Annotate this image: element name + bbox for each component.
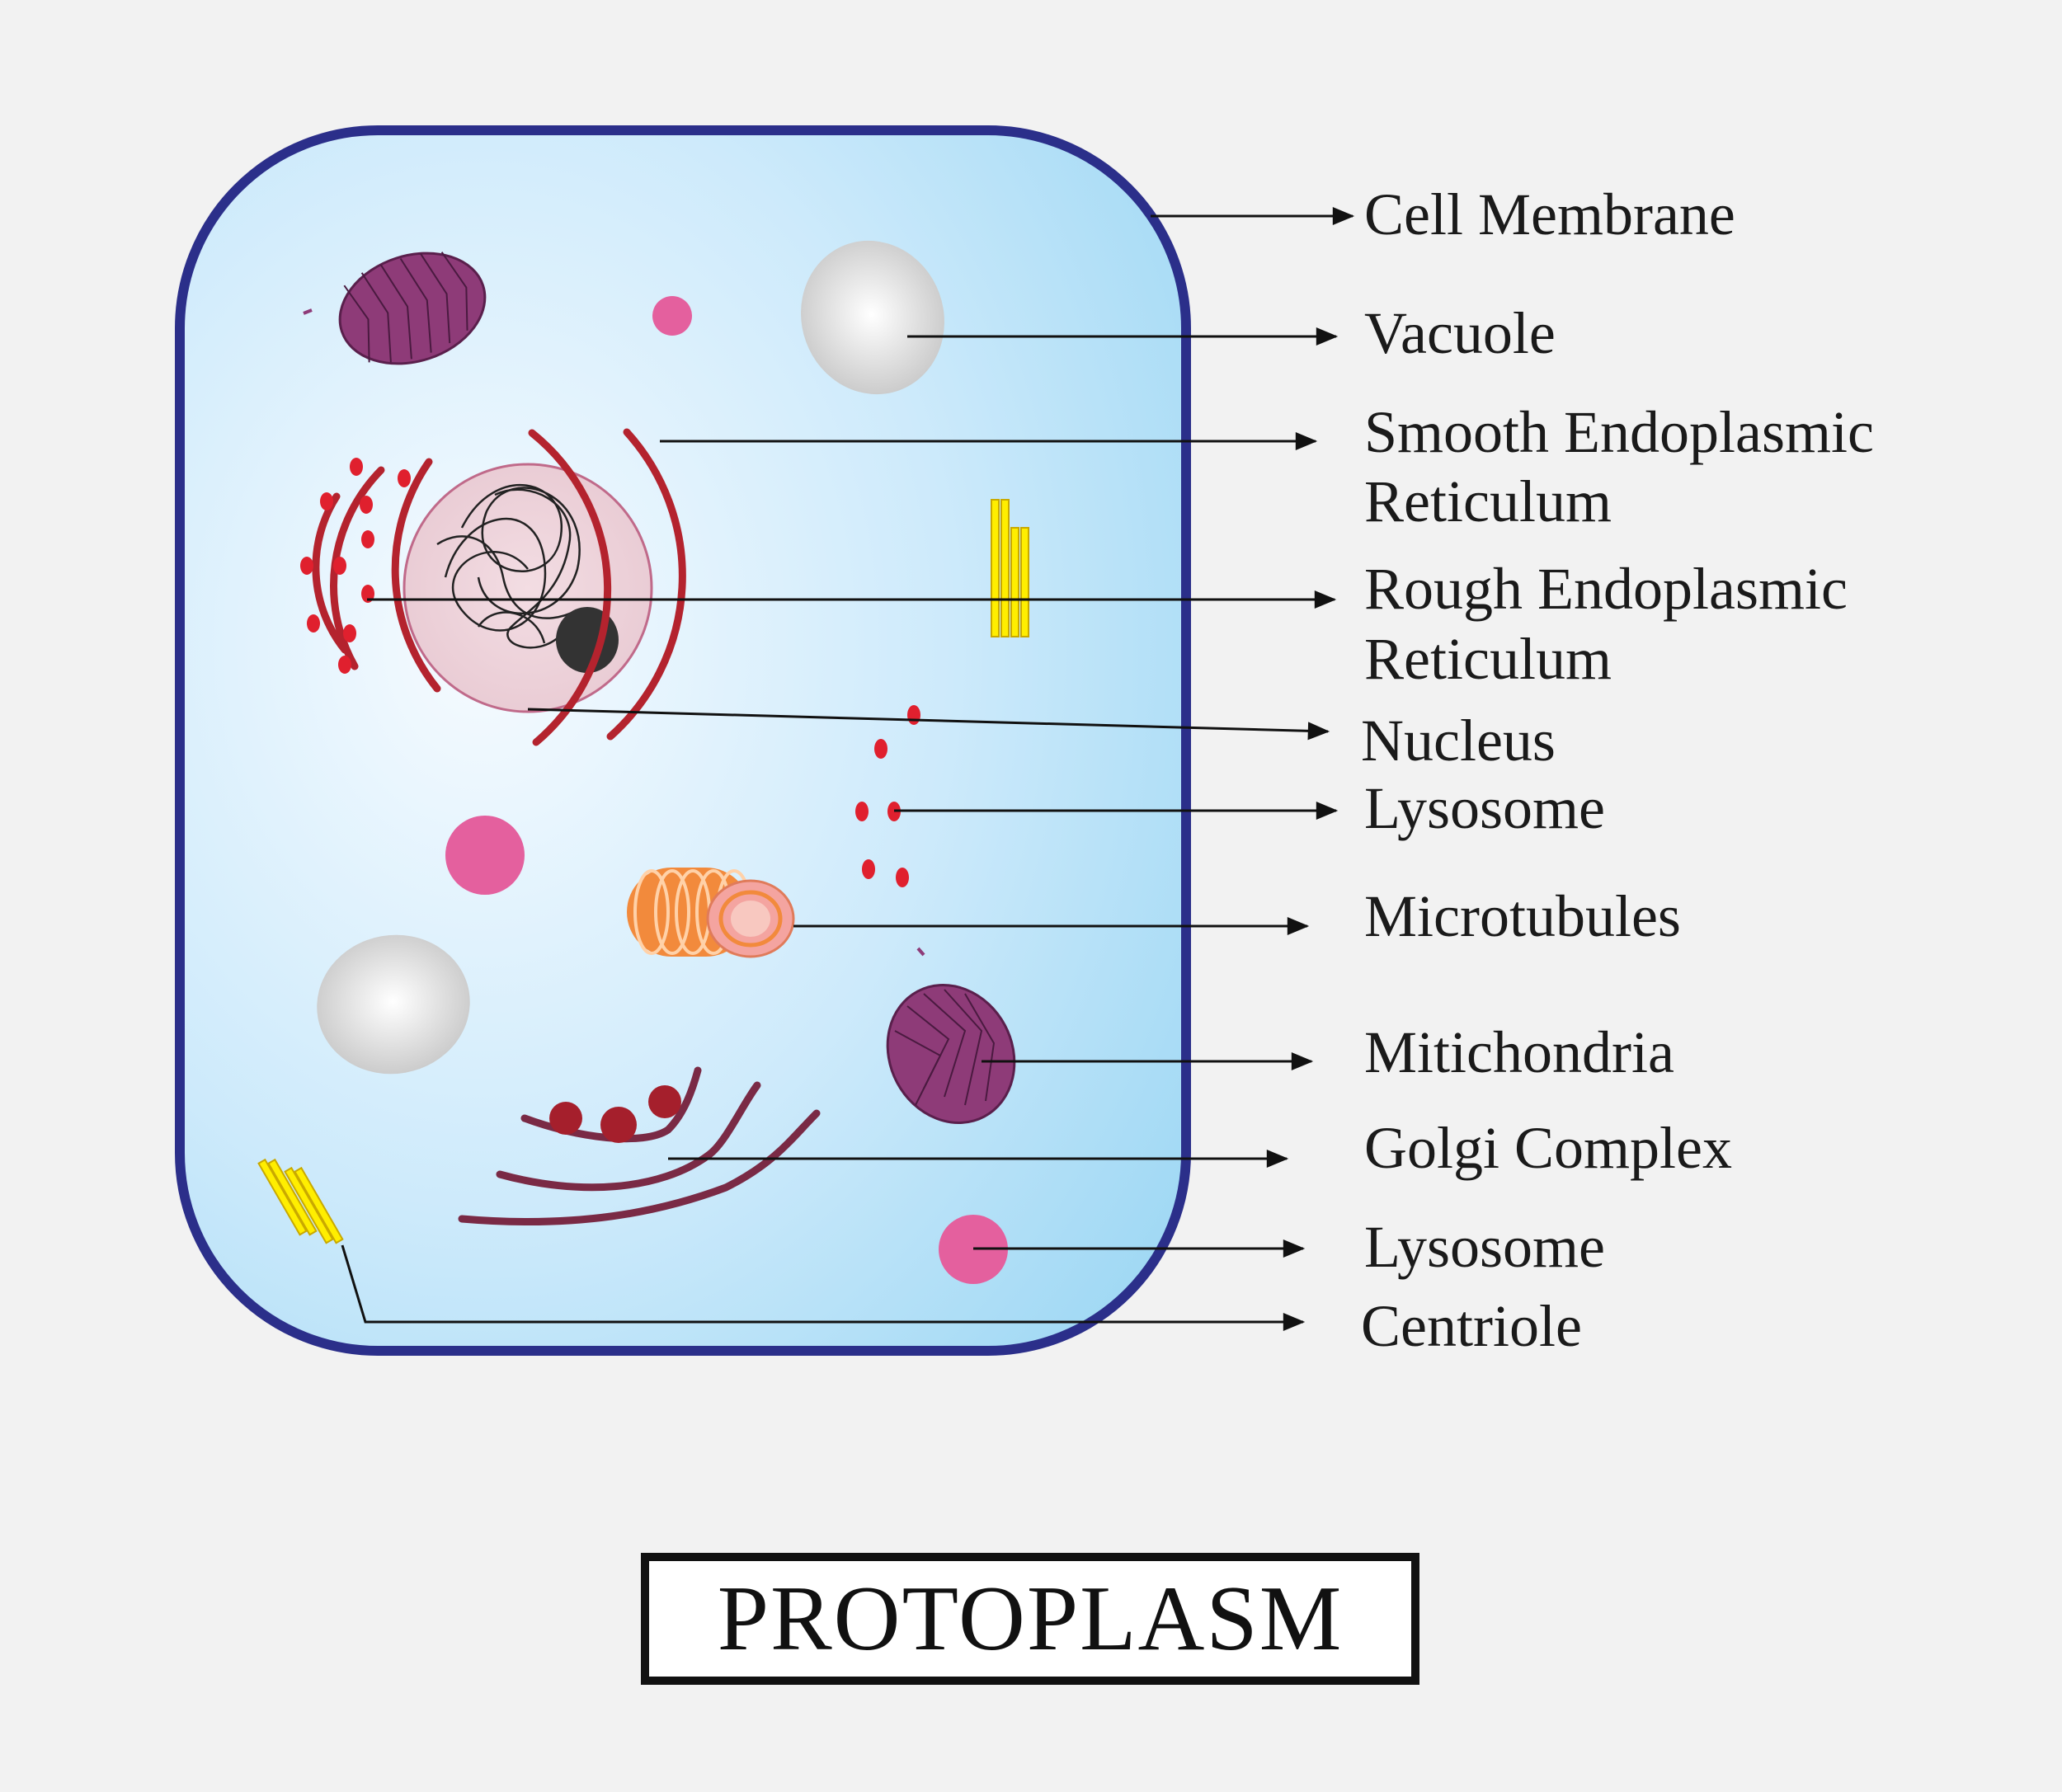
microtubule xyxy=(627,868,795,958)
label-centriole: Centriole xyxy=(1361,1293,1582,1359)
labels: Cell Membrane Vacuole Smooth Endoplasmic… xyxy=(1361,181,1874,1359)
label-smooth-er-line2: Reticulum xyxy=(1364,468,1612,534)
label-golgi: Golgi Complex xyxy=(1364,1115,1732,1181)
mitochondrion-right xyxy=(886,983,1016,1125)
small-fragment xyxy=(303,308,313,315)
pointer-nucleus xyxy=(527,708,1330,741)
label-mitochondria: Mitichondria xyxy=(1364,1019,1674,1085)
vacuole-bottom xyxy=(317,934,470,1075)
page-title: PROTOPLASM xyxy=(717,1568,1344,1670)
ribosomes xyxy=(300,458,411,674)
small-fragment-2 xyxy=(916,947,925,957)
centriole-right xyxy=(991,499,1029,637)
lysosome-large xyxy=(445,816,525,895)
title-box: PROTOPLASM xyxy=(641,1553,1419,1685)
smooth-er xyxy=(528,428,686,746)
golgi-complex xyxy=(458,1066,821,1226)
chromatin xyxy=(436,483,581,649)
lysosome-dots xyxy=(855,705,920,887)
pointer-centriole xyxy=(341,1244,1306,1331)
nucleus xyxy=(403,463,653,713)
mitochondrion-top xyxy=(338,252,487,365)
label-lysosome-2: Lysosome xyxy=(1364,1214,1605,1280)
label-vacuole: Vacuole xyxy=(1364,300,1556,366)
lysosome-small-top xyxy=(652,296,692,336)
centriole-left xyxy=(257,1158,344,1244)
pointer-lines xyxy=(341,207,1355,1331)
label-smooth-er-line1: Smooth Endoplasmic xyxy=(1364,399,1874,465)
vacuole-top xyxy=(801,240,944,395)
label-rough-er-line1: Rough Endoplasmic xyxy=(1364,556,1848,622)
label-microtubules: Microtubules xyxy=(1364,883,1681,949)
label-rough-er-line2: Reticulum xyxy=(1364,626,1612,692)
label-lysosome-1: Lysosome xyxy=(1364,775,1605,841)
label-nucleus: Nucleus xyxy=(1361,708,1556,774)
label-cell-membrane: Cell Membrane xyxy=(1364,181,1735,247)
